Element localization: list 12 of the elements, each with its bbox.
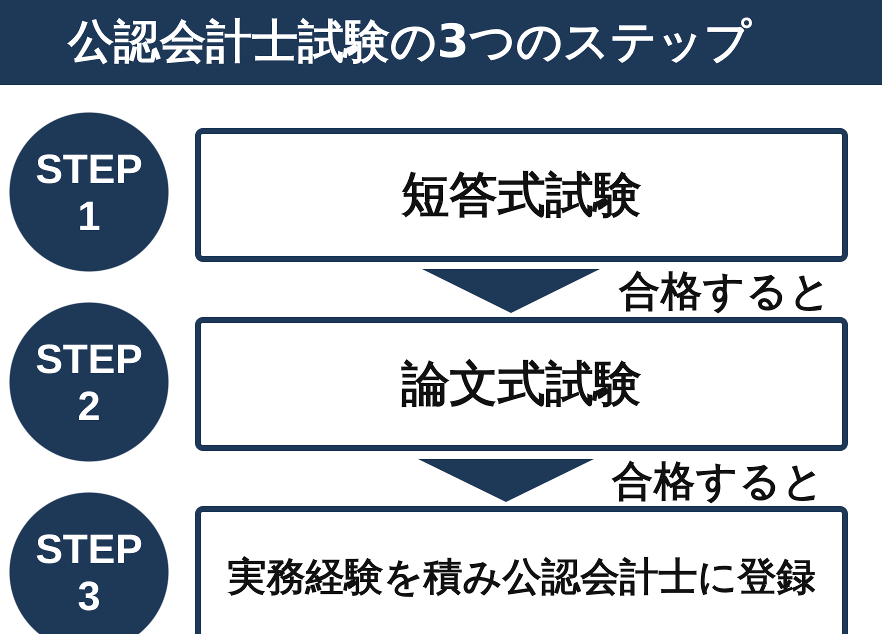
chevron-arrow [422, 269, 600, 313]
step-box [195, 506, 848, 634]
step-box [195, 317, 848, 451]
step-label: STEP 1 [34, 146, 144, 240]
title: 公認会計士試験の3つのステップ [68, 13, 752, 70]
step-label: STEP 2 [34, 336, 144, 430]
step-box [195, 128, 848, 262]
step-title: 短答式試験 [402, 166, 642, 225]
chevron-arrow [418, 459, 594, 502]
step-title: 論文式試験 [402, 355, 642, 414]
step-label: STEP 3 [34, 526, 144, 620]
step-title: 実務経験を積み公認会計士に登録 [228, 554, 816, 602]
